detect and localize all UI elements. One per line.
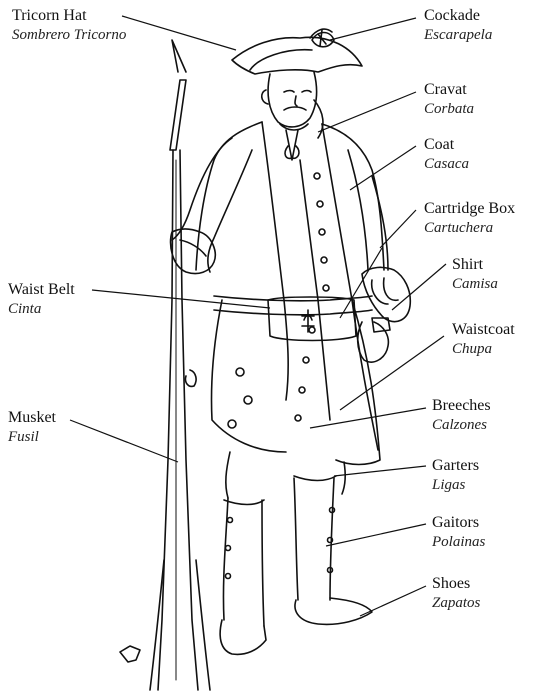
label-cartridge-box-en: Cartridge Box [424, 201, 515, 217]
label-waistcoat-en: Waistcoat [452, 322, 515, 338]
label-tricorn-hat: Tricorn Hat Sombrero Tricorno [12, 8, 126, 43]
coat-drawing [196, 122, 384, 465]
label-coat-en: Coat [424, 137, 469, 153]
left-arm-drawing [171, 138, 252, 274]
label-shoes: Shoes Zapatos [432, 576, 480, 611]
label-gaitors: Gaitors Polainas [432, 515, 485, 550]
label-breeches-en: Breeches [432, 398, 491, 414]
label-coat: Coat Casaca [424, 137, 469, 172]
tricorn-hat-drawing [232, 29, 362, 74]
label-cravat: Cravat Corbata [424, 82, 474, 117]
label-gaitors-en: Gaitors [432, 515, 485, 531]
label-musket-es: Fusil [8, 430, 56, 445]
label-tricorn-hat-en: Tricorn Hat [12, 8, 126, 24]
label-gaitors-es: Polainas [432, 535, 485, 550]
label-shirt-es: Camisa [452, 277, 498, 292]
cartridge-box-drawing [214, 296, 372, 341]
head-drawing [262, 72, 317, 127]
label-waist-belt-en: Waist Belt [8, 282, 75, 298]
label-garters-es: Ligas [432, 478, 479, 493]
label-musket-en: Musket [8, 410, 56, 426]
label-breeches-es: Calzones [432, 418, 491, 433]
cravat-drawing [280, 124, 308, 160]
label-tricorn-hat-es: Sombrero Tricorno [12, 28, 126, 43]
legs-drawing [223, 452, 345, 626]
label-cartridge-box: Cartridge Box Cartuchera [424, 201, 515, 236]
label-shirt-en: Shirt [452, 257, 498, 273]
label-waistcoat-es: Chupa [452, 342, 515, 357]
label-garters-en: Garters [432, 458, 479, 474]
label-waist-belt-es: Cinta [8, 302, 75, 317]
label-musket: Musket Fusil [8, 410, 56, 445]
label-coat-es: Casaca [424, 157, 469, 172]
label-shoes-en: Shoes [432, 576, 480, 592]
label-cravat-es: Corbata [424, 102, 474, 117]
label-waistcoat: Waistcoat Chupa [452, 322, 515, 357]
label-waist-belt: Waist Belt Cinta [8, 282, 75, 317]
right-arm-drawing [348, 150, 410, 362]
label-cockade-es: Escarapela [424, 28, 492, 43]
label-cockade: Cockade Escarapela [424, 8, 492, 43]
label-cartridge-box-es: Cartuchera [424, 221, 515, 236]
label-shirt: Shirt Camisa [452, 257, 498, 292]
label-cockade-en: Cockade [424, 8, 492, 24]
label-garters: Garters Ligas [432, 458, 479, 493]
label-breeches: Breeches Calzones [432, 398, 491, 433]
musket-drawing [150, 40, 210, 690]
shoes-drawing [220, 598, 372, 654]
label-shoes-es: Zapatos [432, 596, 480, 611]
label-cravat-en: Cravat [424, 82, 474, 98]
